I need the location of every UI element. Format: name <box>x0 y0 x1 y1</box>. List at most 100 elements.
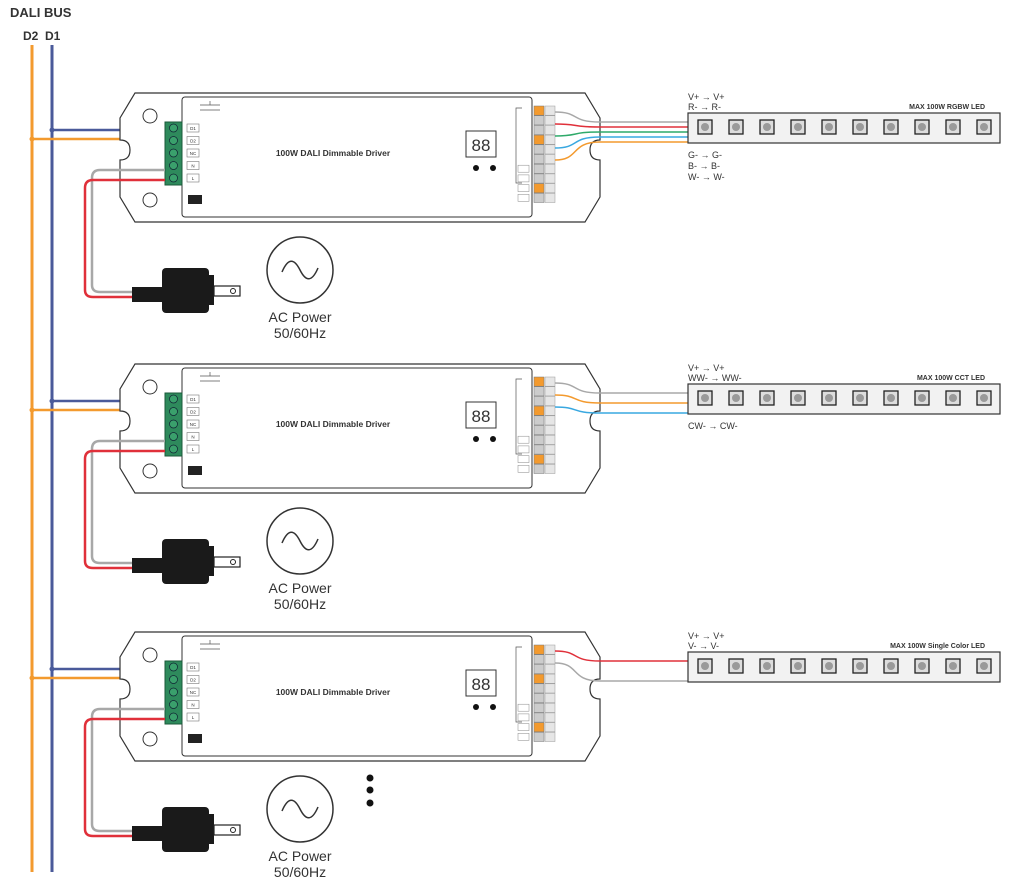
led-diode <box>949 123 957 131</box>
input-terminal-label: L <box>192 715 195 720</box>
output-terminal-lever <box>544 386 556 397</box>
terminal-screw <box>169 161 178 170</box>
switch-symbol <box>200 372 220 382</box>
terminal-screw <box>169 123 178 133</box>
nc-label-box <box>517 164 530 173</box>
output-terminal <box>533 425 545 435</box>
mounting-hole <box>142 647 158 663</box>
output-terminal <box>533 125 545 135</box>
terminal-screw <box>169 662 178 672</box>
wire-map-label: B- → B- <box>688 161 720 171</box>
led-diode <box>918 394 926 402</box>
output-terminal <box>533 454 545 465</box>
d1-label: D1 <box>45 29 61 43</box>
led-diode <box>856 662 864 670</box>
terminal-label-box <box>186 123 200 133</box>
input-terminal-label: D1 <box>190 397 196 402</box>
led-diode <box>918 123 926 131</box>
terminal-label-box <box>186 432 200 441</box>
led-diode <box>732 394 740 402</box>
input-terminal-label: L <box>192 447 195 452</box>
input-terminal-label: D2 <box>190 410 196 415</box>
output-terminal <box>533 644 545 655</box>
nc-label-box <box>517 723 530 731</box>
seven-segment-display <box>465 130 497 158</box>
terminal-screw <box>169 173 178 183</box>
output-terminal-lever <box>544 693 556 703</box>
sine-wave-icon <box>281 531 319 551</box>
terminal-label-box <box>186 419 200 429</box>
led-diode <box>980 123 988 131</box>
terminal-label-box <box>186 712 200 722</box>
output-terminal <box>533 654 545 665</box>
output-terminal <box>533 405 545 416</box>
nc-label-box <box>517 713 530 722</box>
display-digits: 88 <box>472 407 491 426</box>
dip-switch <box>188 734 202 743</box>
junction-dot <box>29 675 35 681</box>
nc-label-box <box>517 445 530 454</box>
driver-title: 100W DALI Dimmable Driver <box>276 419 391 429</box>
output-terminal <box>533 134 545 145</box>
output-terminal-lever <box>544 183 556 194</box>
output-bracket <box>515 378 522 455</box>
output-wire <box>554 662 690 682</box>
mounting-hole <box>142 731 158 747</box>
terminal-label-box <box>186 662 200 672</box>
seven-segment-display <box>465 401 497 429</box>
output-wire <box>554 123 690 128</box>
button-right[interactable] <box>490 436 496 442</box>
output-terminal <box>533 396 545 406</box>
seven-segment-display <box>465 669 497 697</box>
led-diode <box>794 662 802 670</box>
ac-power-label: AC Power <box>268 309 331 325</box>
output-terminal-lever <box>544 654 556 665</box>
output-terminal-lever <box>544 105 556 116</box>
led-diode <box>887 123 895 131</box>
neutral-wire <box>90 439 165 565</box>
terminal-screw <box>169 687 178 697</box>
output-terminal <box>533 183 545 194</box>
led-diode <box>887 394 895 402</box>
button-left[interactable] <box>473 165 479 171</box>
button-left[interactable] <box>473 704 479 710</box>
led-diode <box>980 662 988 670</box>
power-plug <box>132 539 241 584</box>
nc-label-box <box>517 194 530 202</box>
led-diode <box>825 662 833 670</box>
mounting-hole <box>142 463 158 479</box>
output-terminal-lever <box>544 444 556 455</box>
terminal-screw <box>169 700 178 709</box>
output-terminal <box>533 163 545 174</box>
button-left[interactable] <box>473 436 479 442</box>
wire-map-label: V+ → V+ <box>688 363 725 373</box>
junction-dot <box>49 666 55 672</box>
output-terminal-lever <box>544 464 556 474</box>
dali-bus-title: DALI BUS <box>10 5 72 20</box>
mounting-hole <box>142 379 158 395</box>
dip-switch <box>188 466 202 475</box>
nc-label-box <box>517 733 530 741</box>
wire-map-label: R- → R- <box>688 102 721 112</box>
terminal-label-box <box>186 675 200 684</box>
output-terminal <box>533 193 545 203</box>
ac-source-icon <box>266 507 334 575</box>
output-terminal-lever <box>544 644 556 655</box>
output-terminal <box>533 444 545 455</box>
led-diode <box>763 123 771 131</box>
output-wire <box>554 111 690 123</box>
input-terminal-label: D2 <box>190 139 196 144</box>
led-diode <box>701 662 709 670</box>
junction-dot <box>29 407 35 413</box>
terminal-screw <box>169 419 178 429</box>
terminal-screw <box>169 712 178 722</box>
junction-dot <box>29 136 35 142</box>
button-right[interactable] <box>490 165 496 171</box>
button-right[interactable] <box>490 704 496 710</box>
neutral-wire <box>90 168 165 294</box>
output-terminal-lever <box>544 712 556 723</box>
output-terminal <box>533 732 545 742</box>
